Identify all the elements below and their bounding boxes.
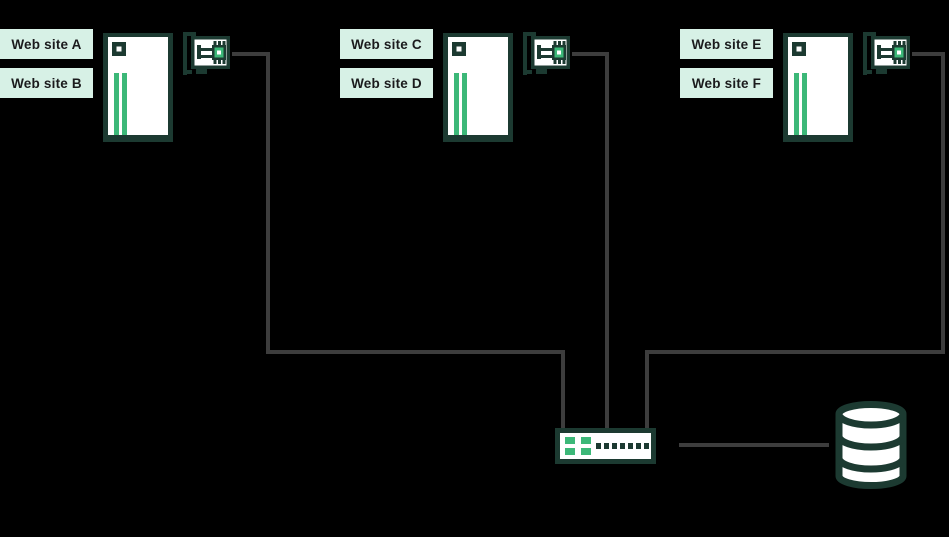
server-group-3: Web site E Web site F [680, 0, 920, 160]
network-switch-icon [555, 428, 656, 464]
network-interface-card-icon [183, 32, 230, 75]
website-label: Web site D [340, 68, 433, 98]
database-icon [835, 401, 907, 489]
network-interface-card-icon [863, 32, 910, 75]
server-tower-icon [103, 33, 173, 142]
server-tower-icon [783, 33, 853, 142]
server-group-2: Web site C Web site D [340, 0, 580, 160]
website-label: Web site E [680, 29, 773, 59]
connection-line-server3-switch [645, 52, 945, 430]
website-label: Web site F [680, 68, 773, 98]
website-label: Web site A [0, 29, 93, 59]
website-label: Web site B [0, 68, 93, 98]
server-tower-icon [443, 33, 513, 142]
connection-line-server1-switch [232, 52, 565, 430]
connection-line-server2-switch [572, 52, 609, 430]
network-interface-card-icon [523, 32, 570, 75]
server-group-1: Web site A Web site B [0, 0, 240, 160]
website-label: Web site C [340, 29, 433, 59]
